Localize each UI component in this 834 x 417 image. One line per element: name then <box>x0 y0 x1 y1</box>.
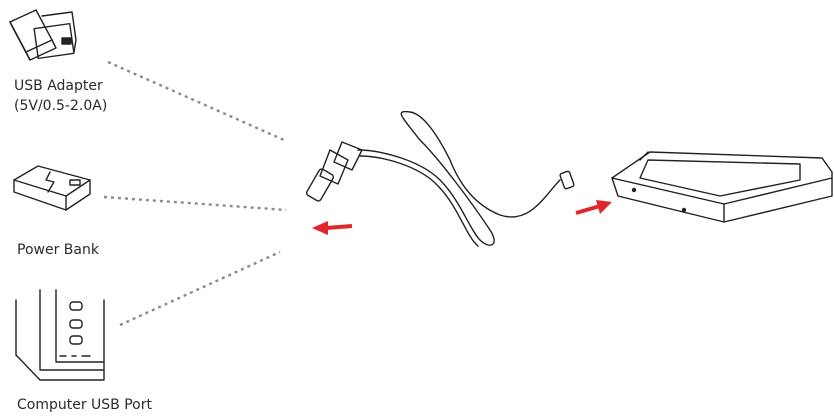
powerbank-dotted-line <box>103 195 287 212</box>
charging-device-icon <box>611 151 833 223</box>
power-bank-label: Power Bank <box>17 242 99 258</box>
computer-usb-port-label: Computer USB Port <box>17 397 152 413</box>
input-arrow <box>312 221 353 235</box>
usb-adapter-label: USB Adapter (5V/0.5-2.0A) <box>14 76 107 116</box>
usb-adapter-label-line1: USB Adapter <box>14 78 103 94</box>
computer-tower-icon <box>15 289 105 381</box>
computer-dotted-line <box>119 250 281 327</box>
usb-wall-adapter-icon <box>9 9 77 61</box>
adapter-dotted-line <box>107 60 285 142</box>
output-arrow <box>575 200 612 215</box>
usb-adapter-label-line2: (5V/0.5-2.0A) <box>14 98 108 114</box>
power-bank-icon <box>13 165 91 211</box>
usb-cable-icon <box>305 110 575 247</box>
